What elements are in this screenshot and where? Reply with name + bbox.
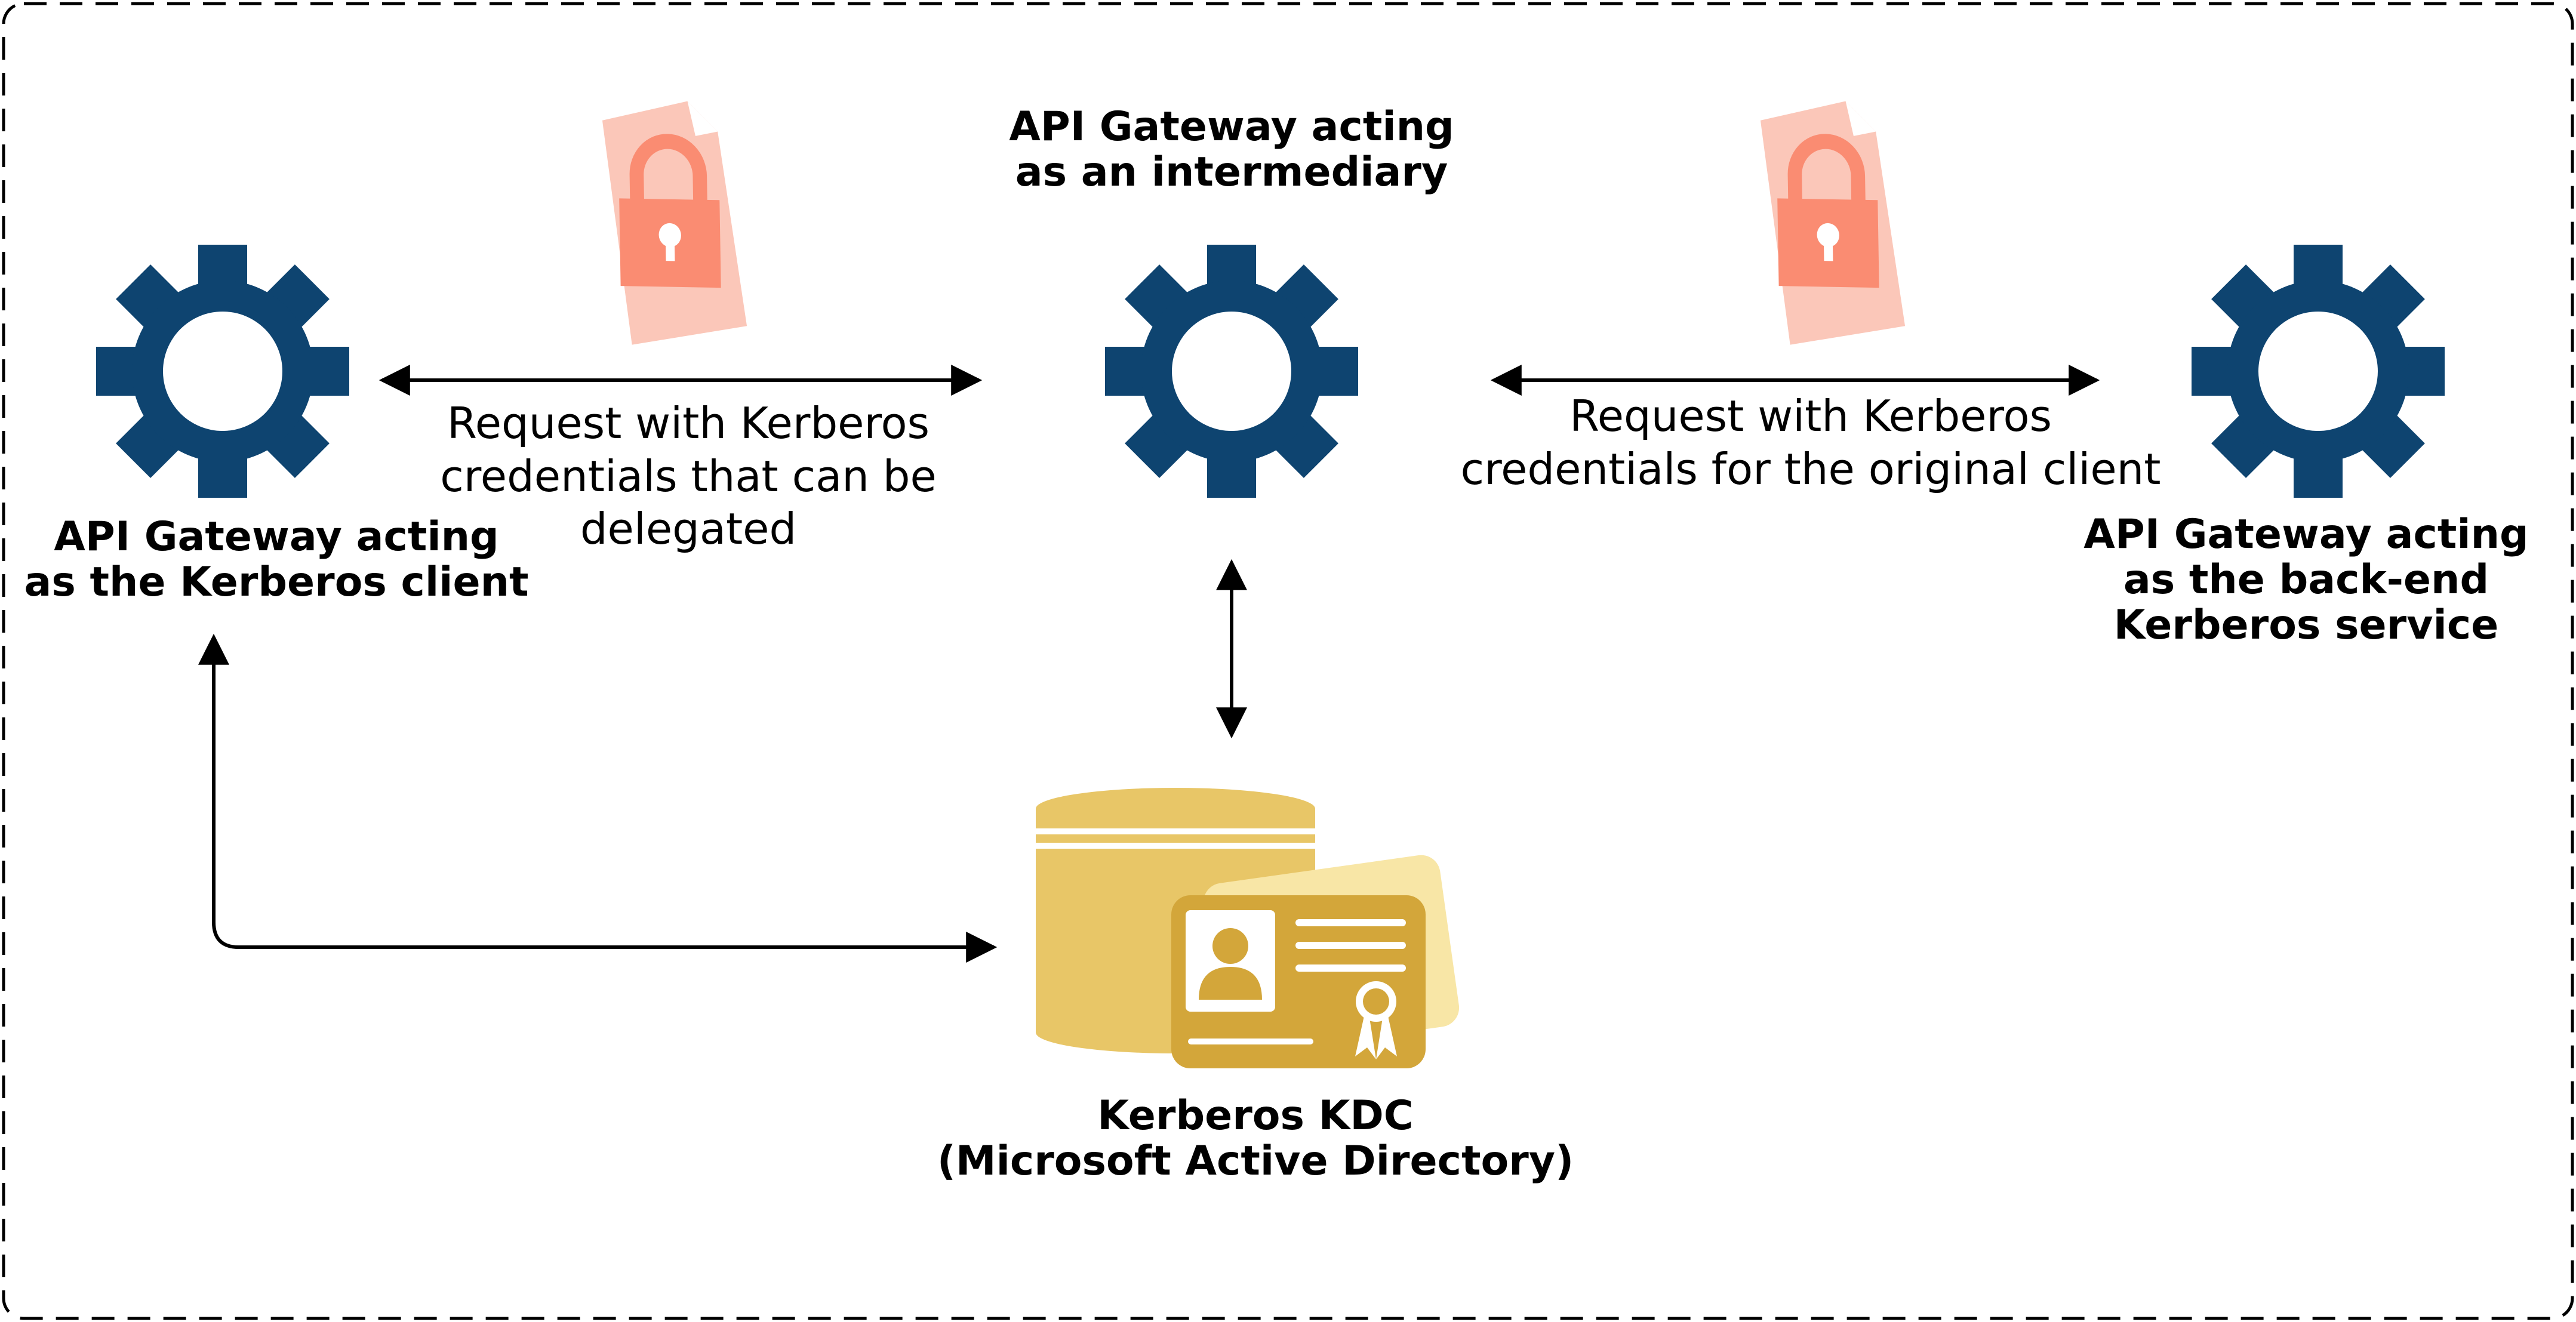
- intermediary-label-line: as an intermediary: [1015, 149, 1448, 196]
- client-node-label: API Gateway acting as the Kerberos clien…: [8, 514, 545, 605]
- gear-icon: [2192, 245, 2445, 498]
- connector-client-kdc: [198, 633, 998, 963]
- edge-label-line: delegated: [580, 504, 797, 554]
- id-card-icon: [1171, 855, 1460, 1068]
- edge-label-client-intermediary: Request with Kerberos credentials that c…: [390, 397, 987, 556]
- intermediary-node-label: API Gateway acting as an intermediary: [963, 104, 1500, 195]
- edge-label-line: credentials for the original client: [1460, 443, 2161, 494]
- edge-label-intermediary-backend: Request with Kerberos credentials for th…: [1423, 390, 2199, 495]
- edge-label-line: Request with Kerberos: [447, 398, 930, 448]
- gear-icon: [1105, 245, 1358, 498]
- kdc-node-label: Kerberos KDC (Microsoft Active Directory…: [897, 1093, 1614, 1184]
- backend-label-line: API Gateway acting: [2083, 511, 2529, 558]
- backend-label-line: Kerberos service: [2113, 602, 2499, 649]
- edge-label-line: Request with Kerberos: [1569, 391, 2052, 441]
- kdc-label-line: (Microsoft Active Directory): [937, 1138, 1574, 1185]
- locked-document-icon: [1760, 100, 1905, 347]
- backend-node-label: API Gateway acting as the back-end Kerbe…: [2038, 511, 2575, 649]
- edge-label-line: credentials that can be: [440, 451, 937, 501]
- locked-document-icon: [602, 100, 747, 347]
- gear-icon: [96, 245, 349, 498]
- backend-label-line: as the back-end: [2123, 556, 2489, 604]
- kdc-label-line: Kerberos KDC: [1097, 1092, 1414, 1139]
- client-label-line: as the Kerberos client: [24, 559, 529, 606]
- intermediary-label-line: API Gateway acting: [1009, 103, 1454, 150]
- client-label-line: API Gateway acting: [54, 513, 499, 560]
